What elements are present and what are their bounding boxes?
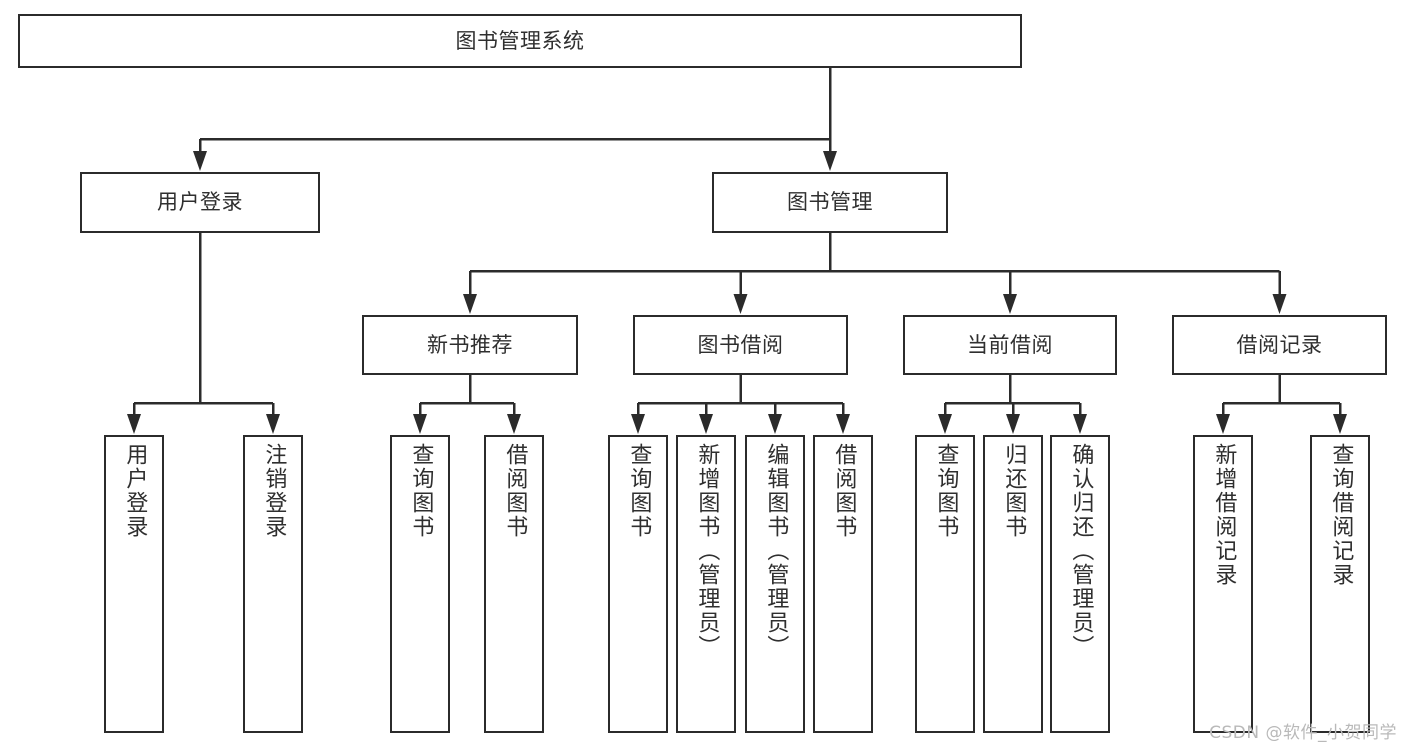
leaf-add-book[interactable]: 新增图书（管理员） — [676, 435, 736, 733]
leaf-query-borrow-record[interactable]: 查询借阅记录 — [1310, 435, 1370, 733]
leaf-edit-book-label: 编辑图书（管理员） — [763, 443, 789, 659]
leaf-query-book-1-label: 查询图书 — [408, 443, 434, 539]
node-user-login-label: 用户登录 — [157, 190, 243, 215]
leaf-add-book-label: 新增图书（管理员） — [694, 443, 720, 659]
leaf-add-borrow-record-label: 新增借阅记录 — [1211, 443, 1237, 587]
node-root[interactable]: 图书管理系统 — [18, 14, 1022, 68]
node-book-borrow-label: 图书借阅 — [697, 332, 784, 357]
leaf-query-book-3[interactable]: 查询图书 — [915, 435, 975, 733]
leaf-return-book-label: 归还图书 — [1001, 443, 1027, 539]
node-root-label: 图书管理系统 — [455, 28, 585, 53]
leaf-borrow-book-1[interactable]: 借阅图书 — [484, 435, 544, 733]
node-borrow-record[interactable]: 借阅记录 — [1172, 315, 1387, 375]
leaf-borrow-book-2-label: 借阅图书 — [831, 443, 857, 539]
leaf-add-borrow-record[interactable]: 新增借阅记录 — [1193, 435, 1253, 733]
leaf-confirm-return[interactable]: 确认归还（管理员） — [1050, 435, 1110, 733]
node-book-management[interactable]: 图书管理 — [712, 172, 948, 233]
node-book-management-label: 图书管理 — [787, 190, 873, 215]
leaf-query-book-1[interactable]: 查询图书 — [390, 435, 450, 733]
leaf-logout-label: 注销登录 — [261, 443, 287, 539]
leaf-confirm-return-label: 确认归还（管理员） — [1068, 443, 1094, 659]
leaf-edit-book[interactable]: 编辑图书（管理员） — [745, 435, 805, 733]
leaf-query-book-3-label: 查询图书 — [933, 443, 959, 539]
leaf-user-login[interactable]: 用户登录 — [104, 435, 164, 733]
node-user-login[interactable]: 用户登录 — [80, 172, 320, 233]
leaf-borrow-book-2[interactable]: 借阅图书 — [813, 435, 873, 733]
csdn-watermark: CSDN @软件_小贺同学 — [1209, 723, 1397, 743]
leaf-return-book[interactable]: 归还图书 — [983, 435, 1043, 733]
leaf-logout[interactable]: 注销登录 — [243, 435, 303, 733]
node-book-borrow[interactable]: 图书借阅 — [633, 315, 848, 375]
leaf-query-book-2[interactable]: 查询图书 — [608, 435, 668, 733]
node-current-borrow-label: 当前借阅 — [967, 332, 1053, 357]
node-current-borrow[interactable]: 当前借阅 — [903, 315, 1117, 375]
leaf-query-book-2-label: 查询图书 — [626, 443, 652, 539]
node-new-book-recommend[interactable]: 新书推荐 — [362, 315, 578, 375]
leaf-user-login-label: 用户登录 — [122, 443, 148, 539]
node-new-book-recommend-label: 新书推荐 — [427, 332, 513, 357]
leaf-borrow-book-1-label: 借阅图书 — [502, 443, 528, 539]
leaf-query-borrow-record-label: 查询借阅记录 — [1328, 443, 1354, 587]
node-borrow-record-label: 借阅记录 — [1236, 332, 1323, 357]
